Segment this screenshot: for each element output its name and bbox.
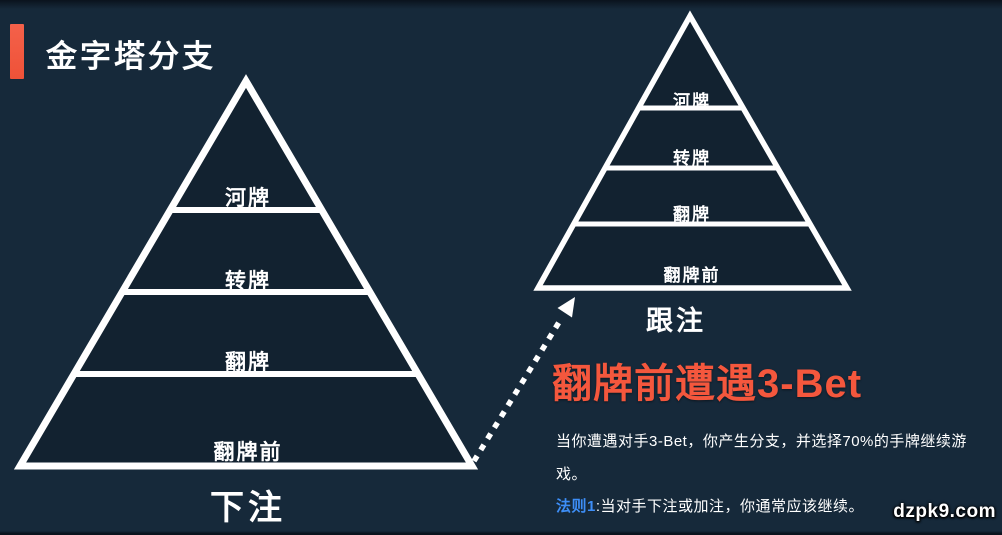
- left-pyramid-layer-label-preflop: 翻牌前: [213, 441, 283, 464]
- left-pyramid-layer-label-river: 河牌: [225, 187, 271, 210]
- watermark: dzpk9.com: [893, 501, 996, 522]
- title-accent-bar: [10, 24, 24, 79]
- left-pyramid-outline: [13, 74, 479, 470]
- bottom-shade: [0, 531, 1002, 535]
- left-pyramid: [13, 74, 479, 470]
- top-shade: [0, 0, 1002, 9]
- right-pyramid-outline: [533, 10, 852, 291]
- left-pyramid-caption: 下注: [210, 489, 286, 527]
- branch-arrow-head-icon: [557, 297, 575, 318]
- branch-arrow-shaft: [471, 317, 564, 463]
- left-pyramid-layer-label-turn: 转牌: [225, 270, 271, 293]
- right-pyramid: [533, 10, 852, 291]
- callout-rule: 法则1:当对手下注或加注，你通常应该继续。: [556, 496, 864, 518]
- right-pyramid-layer-label-preflop: 翻牌前: [663, 266, 721, 285]
- callout-description-line: 戏。: [556, 466, 588, 483]
- page-title: 金字塔分支: [46, 39, 216, 74]
- rule-label: 法则1: [556, 498, 596, 515]
- left-pyramid-layer-label-flop: 翻牌: [225, 351, 271, 374]
- callout-description: 当你遭遇对手3-Bet，你产生分支，并选择70%的手牌继续游 戏。: [556, 425, 1002, 491]
- right-pyramid-layer-label-river: 河牌: [673, 92, 711, 111]
- callout-description-line: 当你遭遇对手3-Bet，你产生分支，并选择70%的手牌继续游: [556, 433, 967, 450]
- right-pyramid-layer-label-flop: 翻牌: [673, 205, 711, 224]
- branch-arrow: [471, 297, 575, 463]
- right-pyramid-caption: 跟注: [646, 306, 706, 336]
- callout-heading: 翻牌前遭遇3-Bet: [552, 362, 863, 406]
- right-pyramid-layer-label-turn: 转牌: [673, 149, 711, 168]
- rule-text: :当对手下注或加注，你通常应该继续。: [595, 498, 865, 515]
